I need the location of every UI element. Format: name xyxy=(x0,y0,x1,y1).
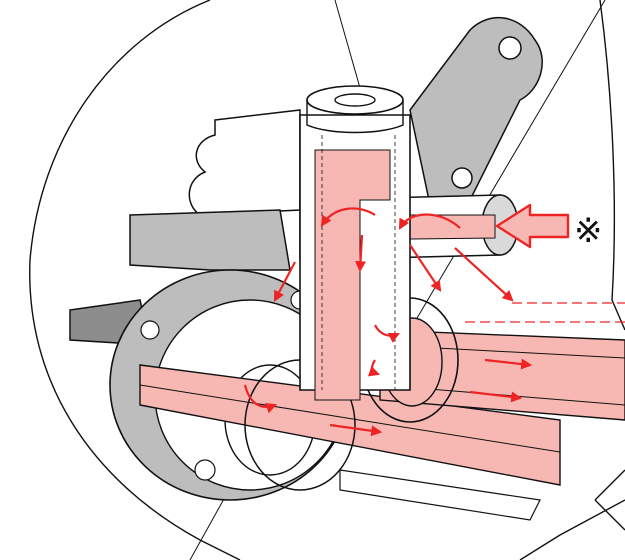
dashed-oil-path xyxy=(465,302,625,323)
bracket-hole-lower xyxy=(451,167,473,189)
housing-lug xyxy=(188,109,301,216)
inset-circle-outline xyxy=(29,0,241,560)
inset-circle-outline-bottom xyxy=(519,499,625,560)
flow-arrow-4 xyxy=(454,247,514,302)
flow-arrow-9 xyxy=(329,423,383,437)
flow-arrow-7 xyxy=(374,324,400,343)
flow-arrow-11 xyxy=(469,390,523,403)
bracket-arm xyxy=(409,16,543,206)
flange-bolt-hole-1 xyxy=(194,459,216,481)
flow-arrow-6 xyxy=(273,261,296,302)
flow-arrow-1 xyxy=(398,213,461,230)
flow-arrows xyxy=(243,207,533,437)
shaft-edge-3 xyxy=(139,384,561,453)
inset-circle-outline-right xyxy=(599,0,625,331)
flow-arrow-5 xyxy=(355,234,366,273)
flow-arrow-2 xyxy=(320,207,376,227)
flange-bolt-hole-2 xyxy=(140,320,160,340)
flow-arrow-8 xyxy=(243,384,278,414)
flow-arrow-12 xyxy=(367,359,381,377)
cylinder-collar xyxy=(306,100,404,134)
leader-line-top xyxy=(334,0,361,89)
leader-line-right xyxy=(409,0,606,331)
housing-plate xyxy=(129,209,291,271)
flow-arrow-10 xyxy=(484,358,533,370)
large-inlet-arrow-icon xyxy=(495,203,570,249)
flow-arrow-3 xyxy=(409,244,442,292)
inset-circle-corner xyxy=(594,469,625,531)
bracket-hole-upper xyxy=(498,36,522,60)
reference-mark: ※ xyxy=(574,211,603,251)
cylinder-top-hole xyxy=(334,93,376,107)
shaft-bottom-band xyxy=(339,469,541,521)
